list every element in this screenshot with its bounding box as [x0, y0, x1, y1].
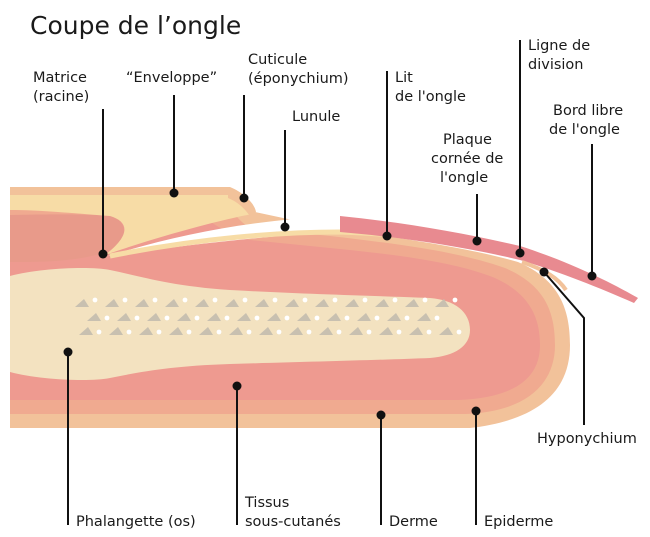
- bone-texture-dot: [165, 316, 170, 321]
- dot-ligne: [516, 249, 525, 258]
- dot-matrice: [99, 250, 108, 259]
- finger-anatomy: [10, 187, 638, 428]
- bone-texture-dot: [337, 330, 342, 335]
- bone-texture-dot: [187, 330, 192, 335]
- dot-derme: [377, 411, 386, 420]
- bone-texture-dot: [367, 330, 372, 335]
- bone-texture-dot: [157, 330, 162, 335]
- bone-texture-dot: [303, 298, 308, 303]
- bone-texture-dot: [123, 298, 128, 303]
- bone-texture-dot: [457, 330, 462, 335]
- bone-texture-dot: [427, 330, 432, 335]
- bone-texture-dot: [375, 316, 380, 321]
- label-enveloppe: “Enveloppe”: [126, 70, 217, 86]
- label-epiderme: Epiderme: [484, 514, 553, 530]
- bone-texture-dot: [393, 298, 398, 303]
- bone-texture-dot: [135, 316, 140, 321]
- dot-hyponychium: [540, 268, 549, 277]
- bone-texture-dot: [255, 316, 260, 321]
- bone-texture-dot: [127, 330, 132, 335]
- dot-phalangette: [64, 348, 73, 357]
- label-cuticule: Cuticule (éponychium): [248, 52, 349, 87]
- label-lit: Lit de l'ongle: [395, 70, 466, 105]
- bone-texture-dot: [333, 298, 338, 303]
- dot-lit: [383, 232, 392, 241]
- bone-texture-dot: [195, 316, 200, 321]
- dot-tissus: [233, 382, 242, 391]
- label-lunule: Lunule: [292, 109, 340, 125]
- bone-texture-dot: [397, 330, 402, 335]
- label-derme: Derme: [389, 514, 438, 530]
- bone-texture-dot: [243, 298, 248, 303]
- dot-plaque: [473, 237, 482, 246]
- bone-texture-dot: [247, 330, 252, 335]
- label-hyponychium: Hyponychium: [537, 431, 637, 447]
- bone-texture-dot: [285, 316, 290, 321]
- label-plaque: Plaque cornée de l'ongle: [431, 132, 508, 186]
- bone-texture-dot: [183, 298, 188, 303]
- bone-texture-dot: [307, 330, 312, 335]
- bone-texture-dot: [213, 298, 218, 303]
- bone-texture-dot: [345, 316, 350, 321]
- bone-texture-dot: [97, 330, 102, 335]
- bone-texture-dot: [405, 316, 410, 321]
- bone-texture-dot: [105, 316, 110, 321]
- label-tissus: Tissus sous-cutanés: [244, 495, 341, 530]
- bone-texture-dot: [315, 316, 320, 321]
- diagram-title: Coupe de l’ongle: [30, 11, 241, 40]
- bone-texture-dot: [453, 298, 458, 303]
- label-matrice: Matrice (racine): [33, 70, 92, 105]
- dot-enveloppe: [170, 189, 179, 198]
- bone-texture-dot: [277, 330, 282, 335]
- bone-texture-dot: [423, 298, 428, 303]
- label-bord: Bord libre de l'ongle: [549, 103, 628, 138]
- bone-texture-dot: [435, 316, 440, 321]
- dot-cuticule: [240, 194, 249, 203]
- dot-bord: [588, 272, 597, 281]
- bone-texture-dot: [273, 298, 278, 303]
- bone-texture-dot: [363, 298, 368, 303]
- dot-epiderme: [472, 407, 481, 416]
- bone-texture-dot: [153, 298, 158, 303]
- label-phalangette: Phalangette (os): [76, 514, 196, 530]
- dot-lunule: [281, 223, 290, 232]
- bone-texture-dot: [225, 316, 230, 321]
- bone-texture-dot: [217, 330, 222, 335]
- label-ligne: Ligne de division: [528, 38, 595, 73]
- bone-texture-dot: [93, 298, 98, 303]
